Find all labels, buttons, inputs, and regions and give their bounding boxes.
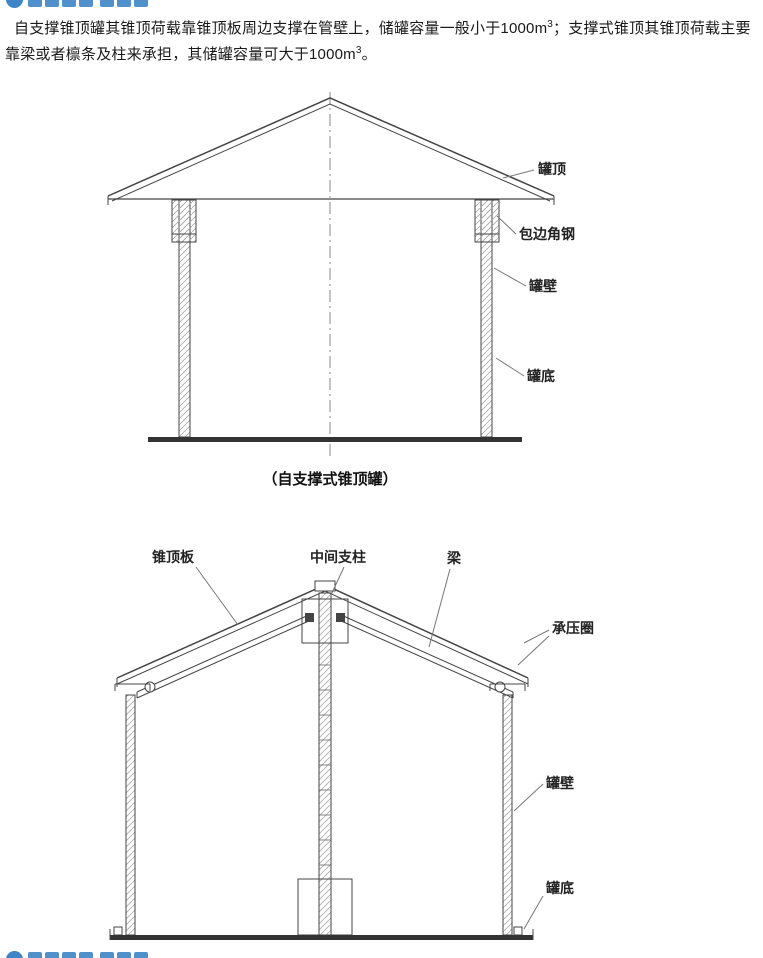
leader-line [513,783,544,811]
eave-bracket-right [489,683,526,691]
watermark-text-fragment [100,952,114,958]
watermark-text-fragment [45,0,59,7]
tank-bottom-plate [110,934,533,940]
label-roof-plate: 锥顶板 [152,549,195,565]
watermark-bottom [0,948,230,958]
leader-line [428,568,451,647]
beam-left-top [136,613,312,692]
label-tank-bottom: 罐底 [545,880,574,896]
intro-text-part2: ；支撑式锥顶其锥顶荷载主要靠梁或者檩条及柱来承担，其储罐容量可大于1000m [5,20,751,64]
intro-paragraph: 自支撑锥顶罐其锥顶荷载靠锥顶板周边支撑在管壁上，储罐容量一般小于1000m3；支… [0,0,763,69]
self-supporting-cone-roof-tank-diagram: 罐顶 包边角钢 罐壁 罐底 [107,91,575,456]
watermark-logo-icon [6,951,23,958]
roof-beams [136,613,514,698]
leader-line [502,169,535,178]
leader-line [330,566,345,595]
label-pressure-ring: 承压圈 [552,620,594,636]
column-top-connection [301,598,349,643]
wall-foot-left [113,926,123,935]
watermark-text-fragment [100,0,114,7]
label-center-column: 中间支柱 [310,549,366,565]
watermark-top [0,0,230,9]
watermark-text-fragment [79,952,93,958]
label-tank-wall: 罐壁 [545,775,574,791]
edge-angle-left [171,199,197,242]
leader-line [495,357,525,376]
watermark-text-fragment [28,0,42,7]
tank-bottom-plate [148,436,522,442]
watermark-text-fragment [117,0,131,7]
label-beam: 梁 [446,550,462,566]
watermark-text-fragment [62,0,76,7]
leader-line [523,629,550,643]
center-column [297,580,353,935]
watermark-text-fragment [117,952,131,958]
intro-text-part1: 自支撑锥顶罐其锥顶荷载靠锥顶板周边支撑在管壁上，储罐容量一般小于1000m [14,20,548,37]
watermark-logo-icon [6,0,23,8]
beam-right-top [338,613,514,692]
leader-lines [493,169,535,376]
leader-line [523,895,544,929]
watermark-text-fragment [62,952,76,958]
watermark-text-fragment [45,952,59,958]
beam-right-bottom [338,619,514,698]
leader-line [493,267,527,286]
intro-superscript-1: 3 [547,19,554,30]
column-top-clip-left [305,612,314,622]
leader-line [517,635,550,665]
watermark-text-fragment [134,952,148,958]
figure1-caption: （自支撑式锥顶罐） [262,470,398,488]
label-edge-angle: 包边角钢 [519,226,575,242]
tank-wall-left [125,694,136,935]
supported-cone-roof-tank-diagram: 锥顶板 中间支柱 梁 承压圈 罐壁 罐底 [109,549,594,940]
tank-roof [107,96,555,205]
intro-superscript-2: 3 [355,45,362,57]
label-tank-roof: 罐顶 [537,161,566,177]
label-tank-wall: 罐壁 [528,278,557,294]
column-apex-cap [314,580,336,591]
wall-foot-right [513,926,523,935]
leader-line [195,566,239,625]
watermark-text-fragment [79,0,93,7]
eave-bracket-left [114,683,151,691]
intro-text-part3: 。 [361,46,377,64]
beam-left-bottom [136,619,312,698]
edge-angle-right [474,199,500,242]
column-top-clip-right [336,612,345,622]
label-tank-bottom: 罐底 [526,368,555,384]
column-rungs [319,664,331,865]
leader-lines [195,566,550,929]
watermark-text-fragment [134,0,148,7]
leader-line [496,215,517,234]
watermark-text-fragment [28,952,42,958]
tank-wall-right [502,694,513,935]
